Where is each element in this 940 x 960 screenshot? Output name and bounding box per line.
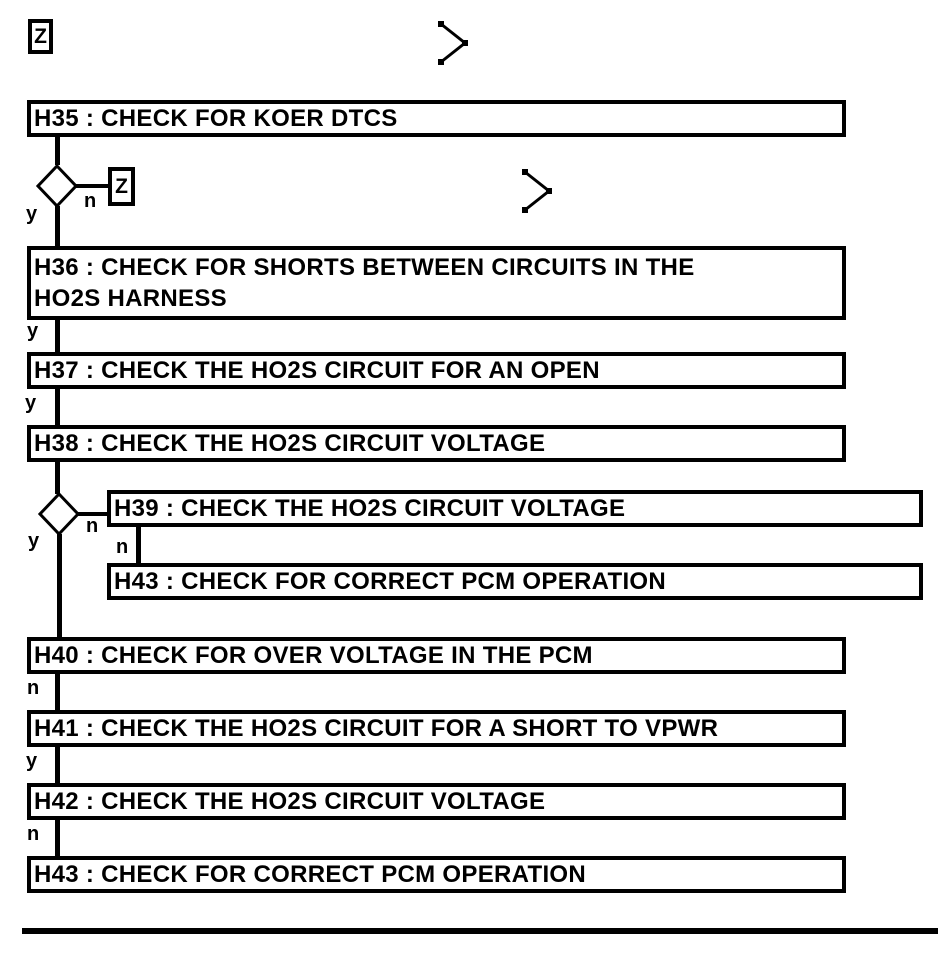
branch-label-no: n xyxy=(84,190,97,212)
step-label: H38 : CHECK THE HO2S CIRCUIT VOLTAGE xyxy=(34,430,546,457)
step-box-h39: H39 : CHECK THE HO2S CIRCUIT VOLTAGE xyxy=(107,490,923,527)
branch-label-no: n xyxy=(27,677,40,699)
branch-label-no: n xyxy=(116,536,129,558)
step-box-h40: H40 : CHECK FOR OVER VOLTAGE IN THE PCM xyxy=(27,637,846,674)
flow-line xyxy=(55,674,60,710)
flow-line xyxy=(78,512,107,516)
step-label: H36 : CHECK FOR SHORTS BETWEEN CIRCUITS … xyxy=(34,254,695,281)
flow-line xyxy=(55,320,60,352)
step-box-h43-branch: H43 : CHECK FOR CORRECT PCM OPERATION xyxy=(107,563,923,600)
off-page-connector-z-top: Z xyxy=(28,19,53,54)
connector-letter: Z xyxy=(34,24,47,48)
flow-line xyxy=(55,462,60,494)
branch-label-yes: y xyxy=(26,750,38,772)
flow-line xyxy=(55,137,60,165)
flow-line xyxy=(55,206,60,246)
flow-line xyxy=(55,747,60,783)
step-label: H37 : CHECK THE HO2S CIRCUIT FOR AN OPEN xyxy=(34,357,600,384)
flow-line xyxy=(136,527,141,563)
step-label: H42 : CHECK THE HO2S CIRCUIT VOLTAGE xyxy=(34,788,546,815)
step-box-h35: H35 : CHECK FOR KOER DTCS xyxy=(27,100,846,137)
flow-line xyxy=(76,184,108,188)
step-box-h37: H37 : CHECK THE HO2S CIRCUIT FOR AN OPEN xyxy=(27,352,846,389)
step-box-h41: H41 : CHECK THE HO2S CIRCUIT FOR A SHORT… xyxy=(27,710,846,747)
step-box-h38: H38 : CHECK THE HO2S CIRCUIT VOLTAGE xyxy=(27,425,846,462)
page-divider xyxy=(22,928,938,934)
flow-line xyxy=(55,820,60,856)
branch-label-no: n xyxy=(86,515,99,537)
flow-line xyxy=(57,534,62,637)
branch-label-yes: y xyxy=(26,203,38,225)
flow-line xyxy=(55,389,60,425)
decision-diamond xyxy=(38,492,80,536)
step-label: H39 : CHECK THE HO2S CIRCUIT VOLTAGE xyxy=(114,495,626,522)
step-label-line2: HO2S HARNESS xyxy=(34,285,227,312)
branch-label-yes: y xyxy=(28,530,40,552)
step-label: H35 : CHECK FOR KOER DTCS xyxy=(34,105,398,132)
off-page-connector-z-branch: Z xyxy=(108,167,135,206)
step-box-h36: H36 : CHECK FOR SHORTS BETWEEN CIRCUITS … xyxy=(27,246,846,320)
step-label: H40 : CHECK FOR OVER VOLTAGE IN THE PCM xyxy=(34,642,593,669)
step-label: H41 : CHECK THE HO2S CIRCUIT FOR A SHORT… xyxy=(34,715,719,742)
step-box-h43: H43 : CHECK FOR CORRECT PCM OPERATION xyxy=(27,856,846,893)
step-label: H43 : CHECK FOR CORRECT PCM OPERATION xyxy=(34,861,587,888)
branch-label-yes: y xyxy=(25,392,37,414)
chevron-right-icon xyxy=(522,169,552,213)
branch-label-yes: y xyxy=(27,320,39,342)
branch-label-no: n xyxy=(27,823,40,845)
chevron-right-icon xyxy=(438,21,468,65)
step-box-h42: H42 : CHECK THE HO2S CIRCUIT VOLTAGE xyxy=(27,783,846,820)
decision-diamond xyxy=(36,164,78,208)
connector-letter: Z xyxy=(115,174,128,198)
step-label: H43 : CHECK FOR CORRECT PCM OPERATION xyxy=(114,568,667,595)
